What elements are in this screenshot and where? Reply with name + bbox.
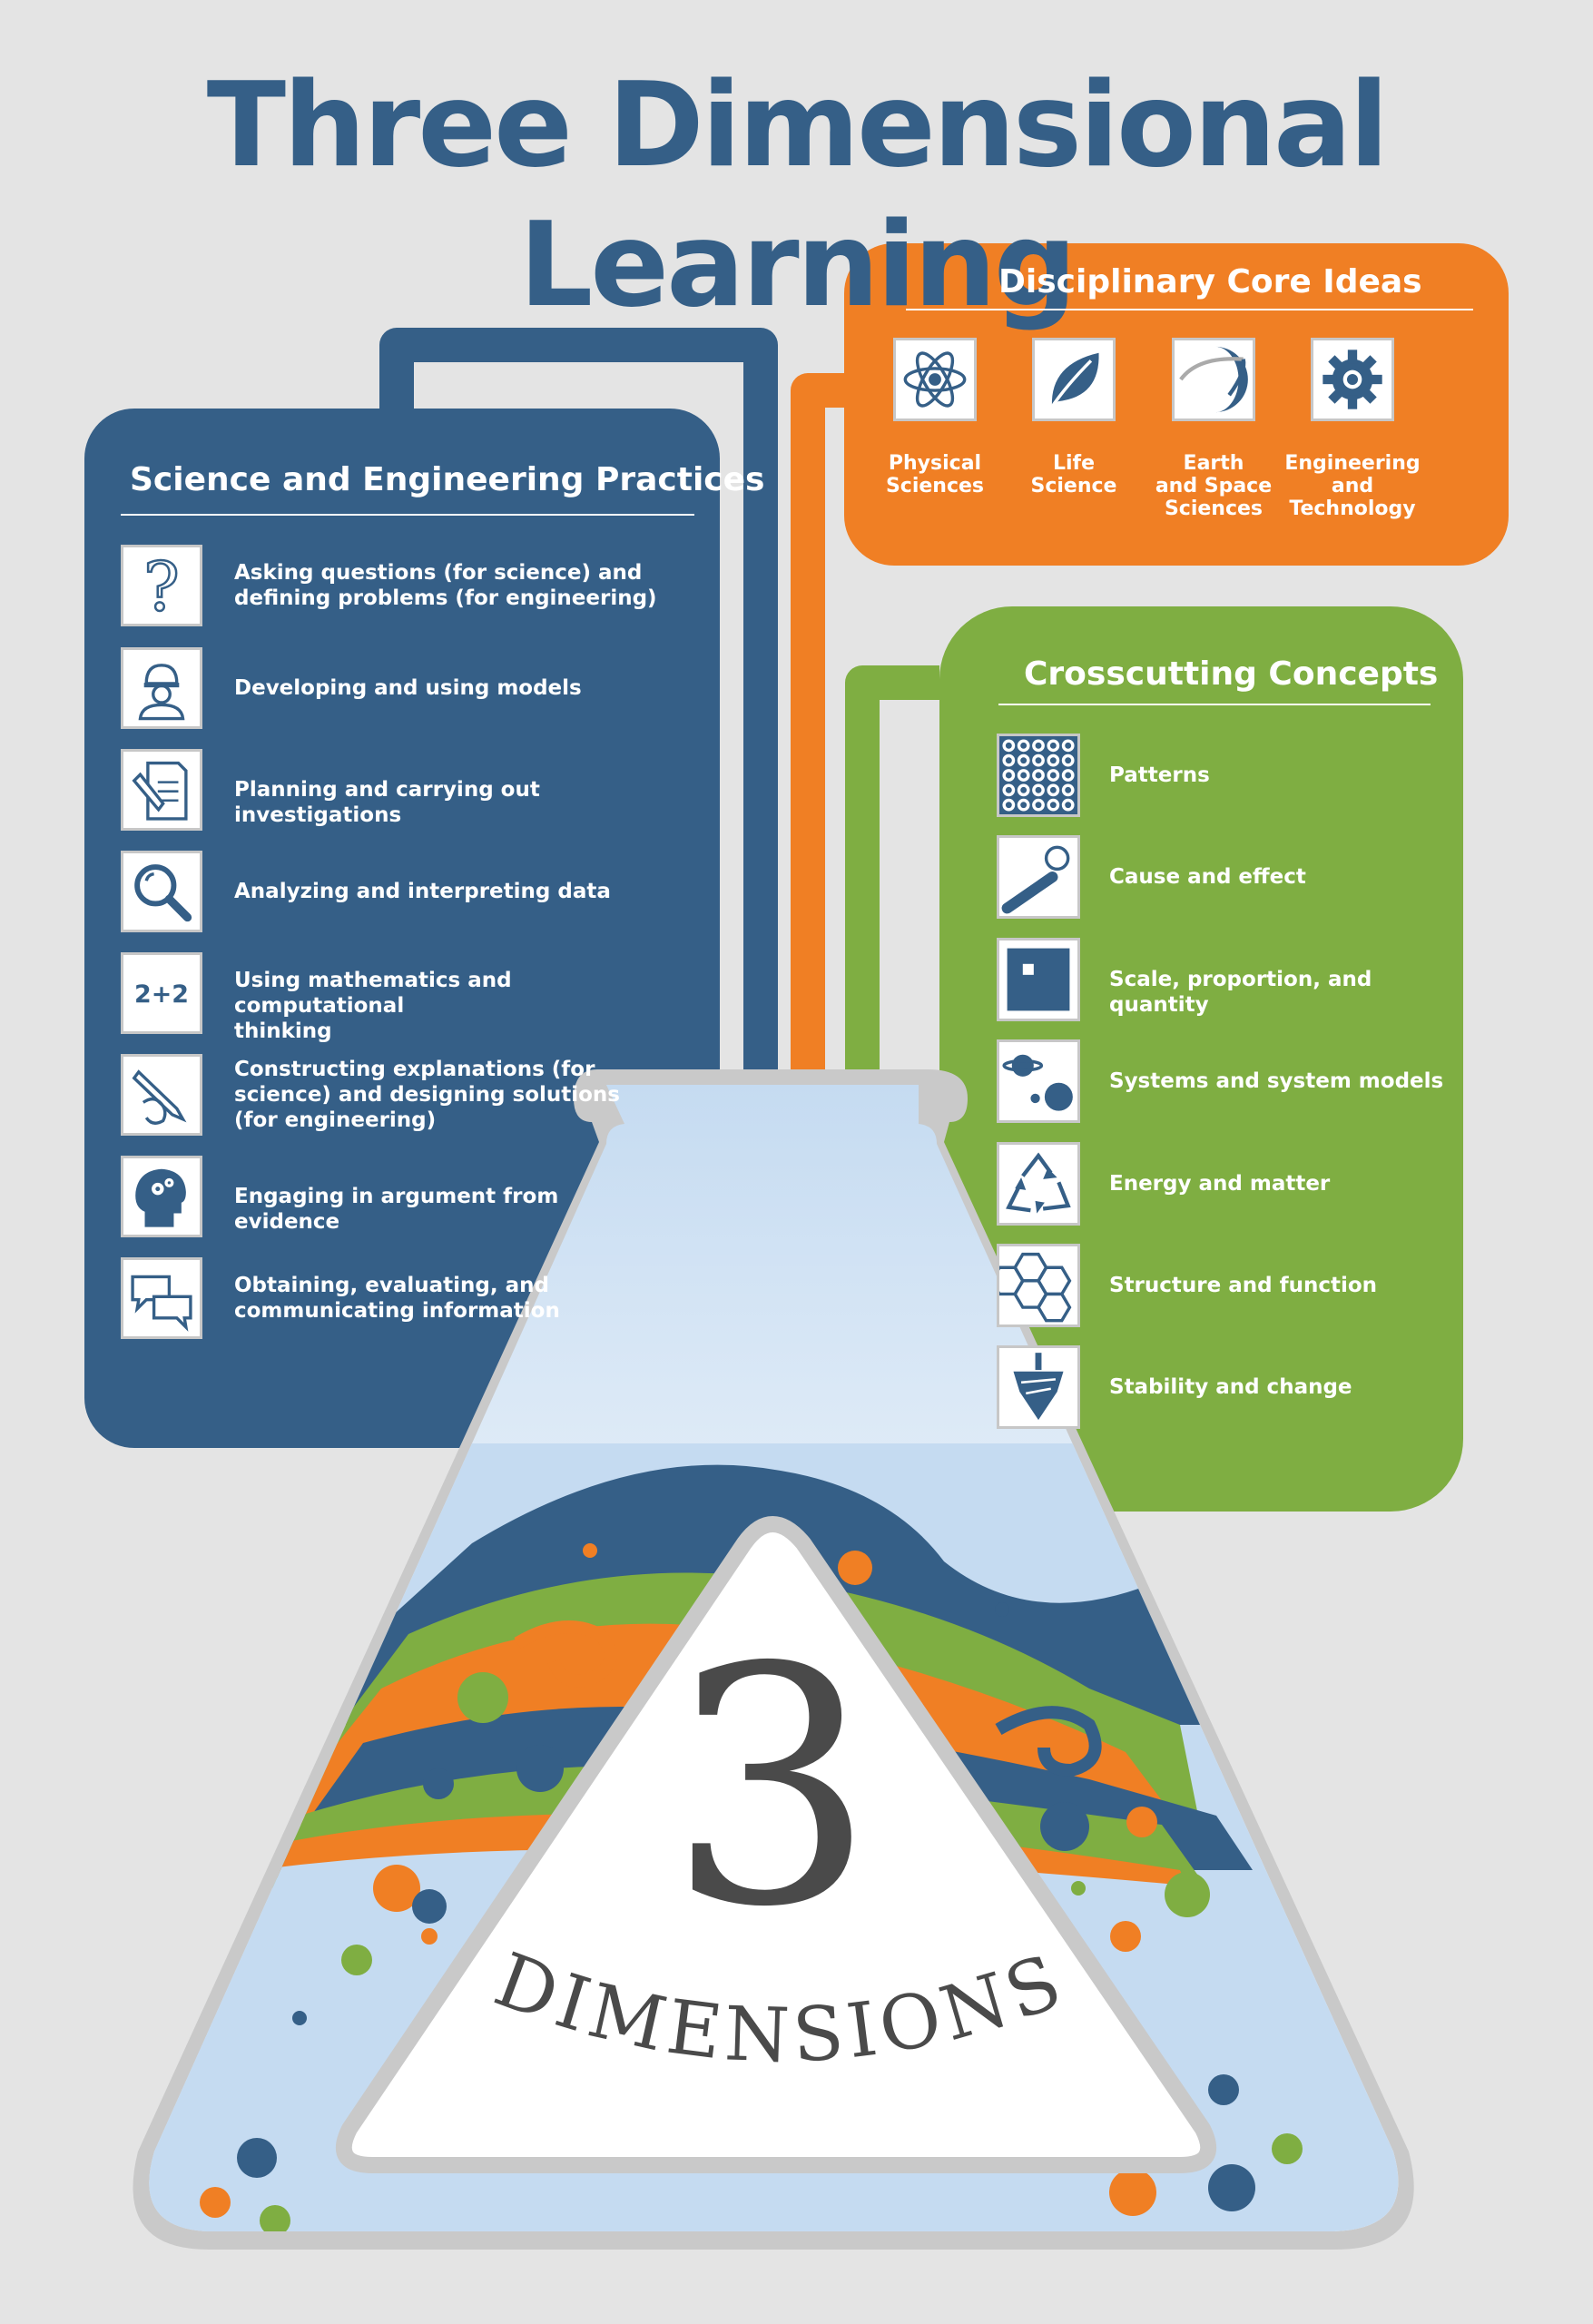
core-idea-label: Earth and Space Sciences <box>1155 452 1273 520</box>
crosscutting-item-label: Systems and system models <box>1109 1069 1444 1093</box>
center-word-arc: DIMENSIONS <box>484 1937 1077 2080</box>
bat-ball-icon <box>997 835 1080 919</box>
planet-icon <box>1172 338 1255 421</box>
practices-divider <box>121 514 694 516</box>
recycle-icon <box>997 1142 1080 1226</box>
core-ideas-title: Disciplinary Core Ideas <box>998 263 1422 300</box>
leaf-icon <box>1032 338 1116 421</box>
practice-item-label: Obtaining, evaluating, and communicating… <box>234 1274 560 1323</box>
core-idea-label: Engineering and Technology <box>1284 452 1421 520</box>
core-idea-label: Physical Sciences <box>885 452 985 497</box>
center-word: DIMENSIONS <box>484 1937 1072 2080</box>
practice-item-label: Constructing explanations (for science) … <box>234 1058 620 1132</box>
hand-pencil-icon <box>121 1054 202 1136</box>
center-triangle <box>335 1516 1217 2173</box>
crosscutting-item-label: Structure and function <box>1109 1274 1378 1297</box>
math-icon-text: 2+2 <box>134 980 189 1009</box>
svg-text:DIMENSIONS: DIMENSIONS <box>484 1937 1077 2080</box>
atom-icon <box>893 338 977 421</box>
hexagon-structure-icon <box>997 1244 1080 1327</box>
speech-bubbles-icon <box>121 1257 202 1339</box>
practices-title: Science and Engineering Practices <box>130 461 765 498</box>
crosscutting-item-label: Stability and change <box>1109 1375 1352 1399</box>
crosscutting-item-label: Cause and effect <box>1109 865 1306 889</box>
core-idea-label: Life Science <box>1030 452 1117 497</box>
head-gears-icon <box>121 1156 202 1237</box>
practice-item-label: Analyzing and interpreting data <box>234 880 611 903</box>
gear-icon <box>1311 338 1394 421</box>
blue-pipe <box>379 328 778 1498</box>
crosscutting-divider <box>998 704 1431 705</box>
core-ideas-divider <box>906 309 1473 310</box>
crosscutting-item-label: Patterns <box>1109 763 1210 787</box>
question-mark-icon: ? <box>121 545 202 626</box>
practice-item-label: Developing and using models <box>234 676 582 700</box>
practice-item-label: Planning and carrying out investigations <box>234 778 540 827</box>
center-number: 3 <box>667 1598 876 1978</box>
crosscutting-item-label: Scale, proportion, and quantity <box>1109 968 1372 1017</box>
practice-item-label: Engaging in argument from evidence <box>234 1185 559 1234</box>
engineer-icon <box>121 647 202 729</box>
practices-panel <box>84 409 720 1448</box>
spinning-top-icon <box>997 1345 1080 1429</box>
practice-item-label: Asking questions (for science) and defin… <box>234 561 657 610</box>
practice-item-label: Using mathematics and computational thin… <box>234 969 512 1043</box>
crosscutting-item-label: Energy and matter <box>1109 1172 1331 1196</box>
magnifier-icon <box>121 851 202 932</box>
pattern-icon <box>997 734 1080 817</box>
svg-text:?: ? <box>143 548 180 624</box>
math-icon: 2+2 <box>121 952 202 1034</box>
document-pencil-icon <box>121 749 202 831</box>
crosscutting-title: Crosscutting Concepts <box>1024 655 1439 693</box>
orbit-system-icon <box>997 1039 1080 1123</box>
square-scale-icon <box>997 938 1080 1021</box>
